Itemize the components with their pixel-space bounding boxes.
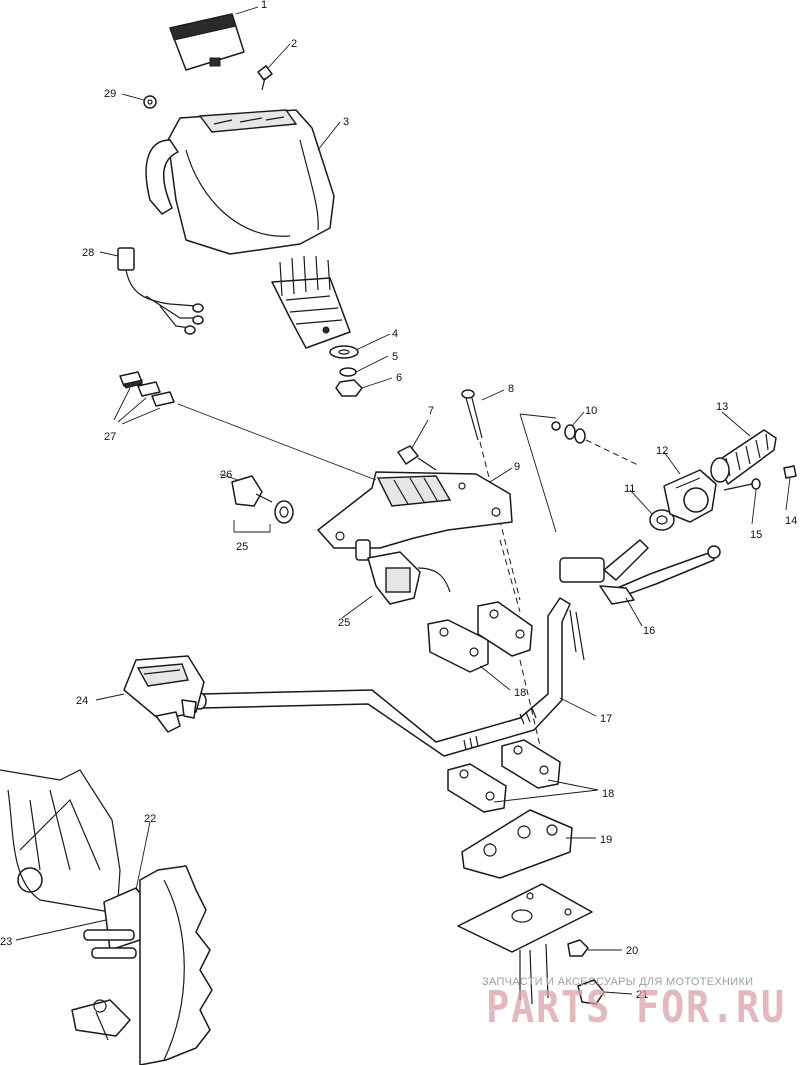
part-3-handlebar-pod: [145, 109, 335, 255]
mounting-plate: [457, 883, 593, 1005]
watermark-logo-text: PARTS FOR.RU: [486, 982, 786, 1033]
part-5-lock-washer: [339, 367, 357, 377]
callout-18-upper: 18: [514, 687, 526, 699]
callout-5: 5: [392, 351, 398, 363]
part-25-switch-assembly: [355, 539, 451, 605]
part-14-end-cap: [783, 465, 797, 479]
watermark-tagline: ЗАПЧАСТИ И АКСЕССУАРЫ ДЛЯ МОТОТЕХНИКИ: [482, 976, 753, 988]
part-4-washer: [329, 345, 359, 359]
callout-15: 15: [750, 529, 762, 541]
callout-7: 7: [428, 405, 434, 417]
part-21-lock-nut: [577, 979, 605, 1005]
part-2-screw: [257, 65, 273, 91]
callout-10: 10: [585, 405, 597, 417]
callout-3: 3: [343, 116, 349, 128]
callout-22: 22: [144, 813, 156, 825]
callout-24: 24: [76, 695, 88, 707]
part-11-spacer: [649, 509, 675, 531]
callout-1: 1: [261, 0, 267, 11]
part-28-wire-harness: [117, 247, 204, 335]
part-12-throttle-housing: [663, 469, 717, 523]
callout-29: 29: [104, 88, 116, 100]
part-6-nut: [335, 379, 363, 397]
callout-25-upper: 25: [236, 541, 248, 553]
frame-section: [0, 769, 121, 913]
callout-19: 19: [600, 834, 612, 846]
callout-20: 20: [626, 945, 638, 957]
callout-13: 13: [716, 401, 728, 413]
part-18-upper-clamps: [427, 601, 533, 673]
callout-12: 12: [656, 445, 668, 457]
callout-25-lower: 25: [338, 617, 350, 629]
callout-4: 4: [392, 328, 398, 340]
part-23-brake-disc: [71, 865, 213, 1065]
callout-labels: 1 2 3 4 5 6 7 8 9 10 11 12 13 14 15 16 1…: [0, 0, 797, 1001]
callout-26: 26: [220, 469, 232, 481]
part-10-cable-adjuster: [519, 413, 641, 533]
pod-mounting-block: [271, 255, 351, 349]
part-29-nut: [143, 95, 157, 109]
part-13-grip: [710, 429, 777, 485]
part-15-screw: [723, 478, 761, 491]
part-18-lower-clamps: [447, 739, 599, 813]
callout-leaders: [15, 6, 791, 995]
callout-17: 17: [600, 713, 612, 725]
callout-21: 21: [636, 989, 648, 1001]
part-27-switch-buttons: [113, 371, 175, 425]
part-22-brake-caliper: [83, 887, 151, 959]
callout-8: 8: [508, 383, 514, 395]
callout-16: 16: [643, 625, 655, 637]
callout-11: 11: [624, 483, 635, 495]
part-20-nut: [567, 939, 589, 957]
part-1-instrument-cap: [169, 13, 245, 71]
part-19-riser-block: [461, 809, 573, 879]
part-24-switch-housing: [123, 655, 205, 733]
callout-2: 2: [291, 38, 297, 50]
callout-9: 9: [514, 461, 520, 473]
watermark: ЗАПЧАСТИ И АКСЕССУАРЫ ДЛЯ МОТОТЕХНИКИ PA…: [482, 976, 786, 1033]
callout-6: 6: [396, 372, 402, 384]
part-26-choke-knob: [231, 475, 294, 533]
callout-14: 14: [785, 515, 797, 527]
part-16-brake-lever: [559, 539, 721, 605]
part-9-bracket: [317, 471, 513, 549]
callout-23: 23: [0, 936, 12, 948]
part-7-clamp: [397, 445, 437, 471]
callout-27: 27: [104, 431, 116, 443]
callout-28: 28: [82, 247, 94, 259]
callout-18-lower: 18: [602, 788, 614, 800]
